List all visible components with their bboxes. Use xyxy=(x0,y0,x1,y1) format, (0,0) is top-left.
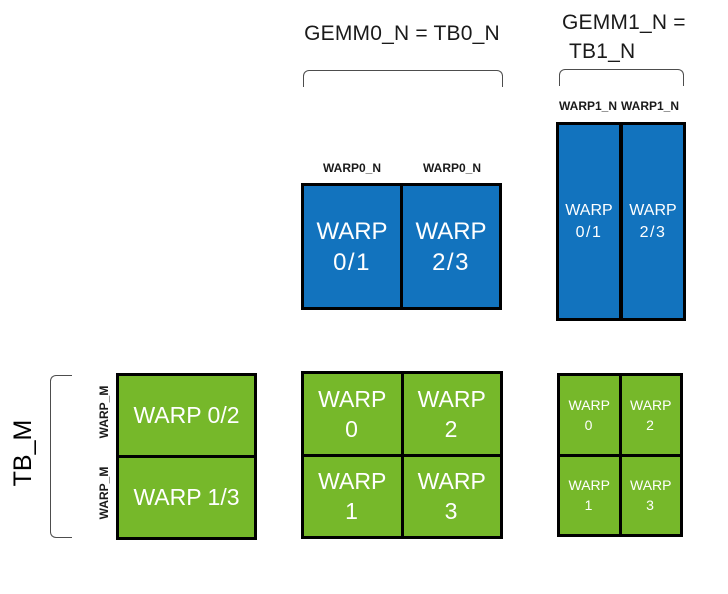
gemm0-warp1-cell: WARP 1 xyxy=(304,456,401,536)
warp-cell-text: WARP xyxy=(318,468,387,495)
gemm1-n-title-line2: TB1_N xyxy=(569,40,636,63)
warp-cell-text: WARP xyxy=(568,396,610,413)
gemm1-warp2-cell: WARP 2 xyxy=(621,376,680,454)
warp-cell-text: 0/1 xyxy=(333,248,371,276)
gemm1-n-title: GEMM1_N = TB1_N xyxy=(562,8,694,66)
tb-warp02-cell: WARP 0/2 xyxy=(119,376,254,455)
warp-cell-text: 3 xyxy=(444,498,459,525)
gemm1-warp1-cell: WARP 1 xyxy=(560,456,619,534)
warp-cell-text: 2 xyxy=(646,416,656,433)
warp-m-label-bottom: WARP_M xyxy=(97,466,111,520)
warp-cell-text: 0 xyxy=(345,415,360,442)
gemm0-warp2-cell: WARP 2 xyxy=(403,374,500,454)
warp1-n-label-left: WARP1_N xyxy=(558,99,617,113)
tb-m-warp-rows-tile: WARP 0/2 WARP 1/3 xyxy=(116,373,257,540)
warp-m-label-top: WARP_M xyxy=(97,385,111,439)
gemm1-warp0-cell: WARP 0 xyxy=(560,376,619,454)
gemm1-n-title-line1: GEMM1_N = xyxy=(562,11,686,34)
warp-cell-text: WARP xyxy=(630,477,672,494)
gemm1-n-extent-bracket xyxy=(559,69,684,86)
warp-cell-text: WARP xyxy=(415,217,487,245)
warp-cell-text: 2/3 xyxy=(639,223,667,241)
gemm1-accumulator-tile: WARP 0/1 WARP 2/3 xyxy=(556,122,686,321)
gemm0-accum-warp01-cell: WARP 0/1 xyxy=(304,186,400,307)
warp1-n-label-right: WARP1_N xyxy=(620,99,679,113)
warp-cell-text: WARP xyxy=(568,477,610,494)
warp-cell-text: WARP xyxy=(417,385,486,412)
warp-cell-text: WARP xyxy=(417,468,486,495)
tb-m-label: TB_M xyxy=(9,419,37,487)
tb-m-extent-bracket xyxy=(50,375,72,538)
gemm0-accum-warp23-cell: WARP 2/3 xyxy=(403,186,499,307)
warp-cell-text: 0 xyxy=(584,416,594,433)
warp0-n-label-left: WARP0_N xyxy=(322,161,381,175)
gemm0-accumulator-tile: WARP 0/1 WARP 2/3 xyxy=(301,183,502,310)
gemm0-warp3-cell: WARP 3 xyxy=(403,456,500,536)
warp0-n-label-right: WARP0_N xyxy=(422,161,481,175)
gemm1-warp3-cell: WARP 3 xyxy=(621,456,680,534)
warp-cell-text: WARP xyxy=(565,201,613,219)
warp-cell-text: 2/3 xyxy=(432,248,470,276)
warp-cell-text: 1 xyxy=(584,497,594,514)
warp-cell-text: WARP 0/2 xyxy=(133,402,240,428)
warp-cell-text: 3 xyxy=(646,497,656,514)
warp-cell-text: 0/1 xyxy=(575,223,603,241)
warp-cell-text: WARP xyxy=(318,385,387,412)
gemm1-warp-tiles-grid: WARP 0 WARP 2 WARP 1 WARP 3 xyxy=(557,373,683,537)
gemm1-accum-warp23-cell: WARP 2/3 xyxy=(623,125,683,318)
gemm0-n-title: GEMM0_N = TB0_N xyxy=(304,22,500,45)
warp-cell-text: WARP xyxy=(629,201,677,219)
warp-cell-text: 1 xyxy=(345,498,360,525)
warp-cell-text: WARP 1/3 xyxy=(133,484,240,510)
warp-cell-text: WARP xyxy=(630,396,672,413)
tb-warp13-cell: WARP 1/3 xyxy=(119,458,254,537)
gemm0-n-extent-bracket xyxy=(303,70,503,87)
gemm0-warp0-cell: WARP 0 xyxy=(304,374,401,454)
gemm1-accum-warp01-cell: WARP 0/1 xyxy=(559,125,619,318)
gemm0-warp-tiles-grid: WARP 0 WARP 2 WARP 1 WARP 3 xyxy=(301,371,503,539)
warp-cell-text: WARP xyxy=(316,217,388,245)
warp-cell-text: 2 xyxy=(444,415,459,442)
